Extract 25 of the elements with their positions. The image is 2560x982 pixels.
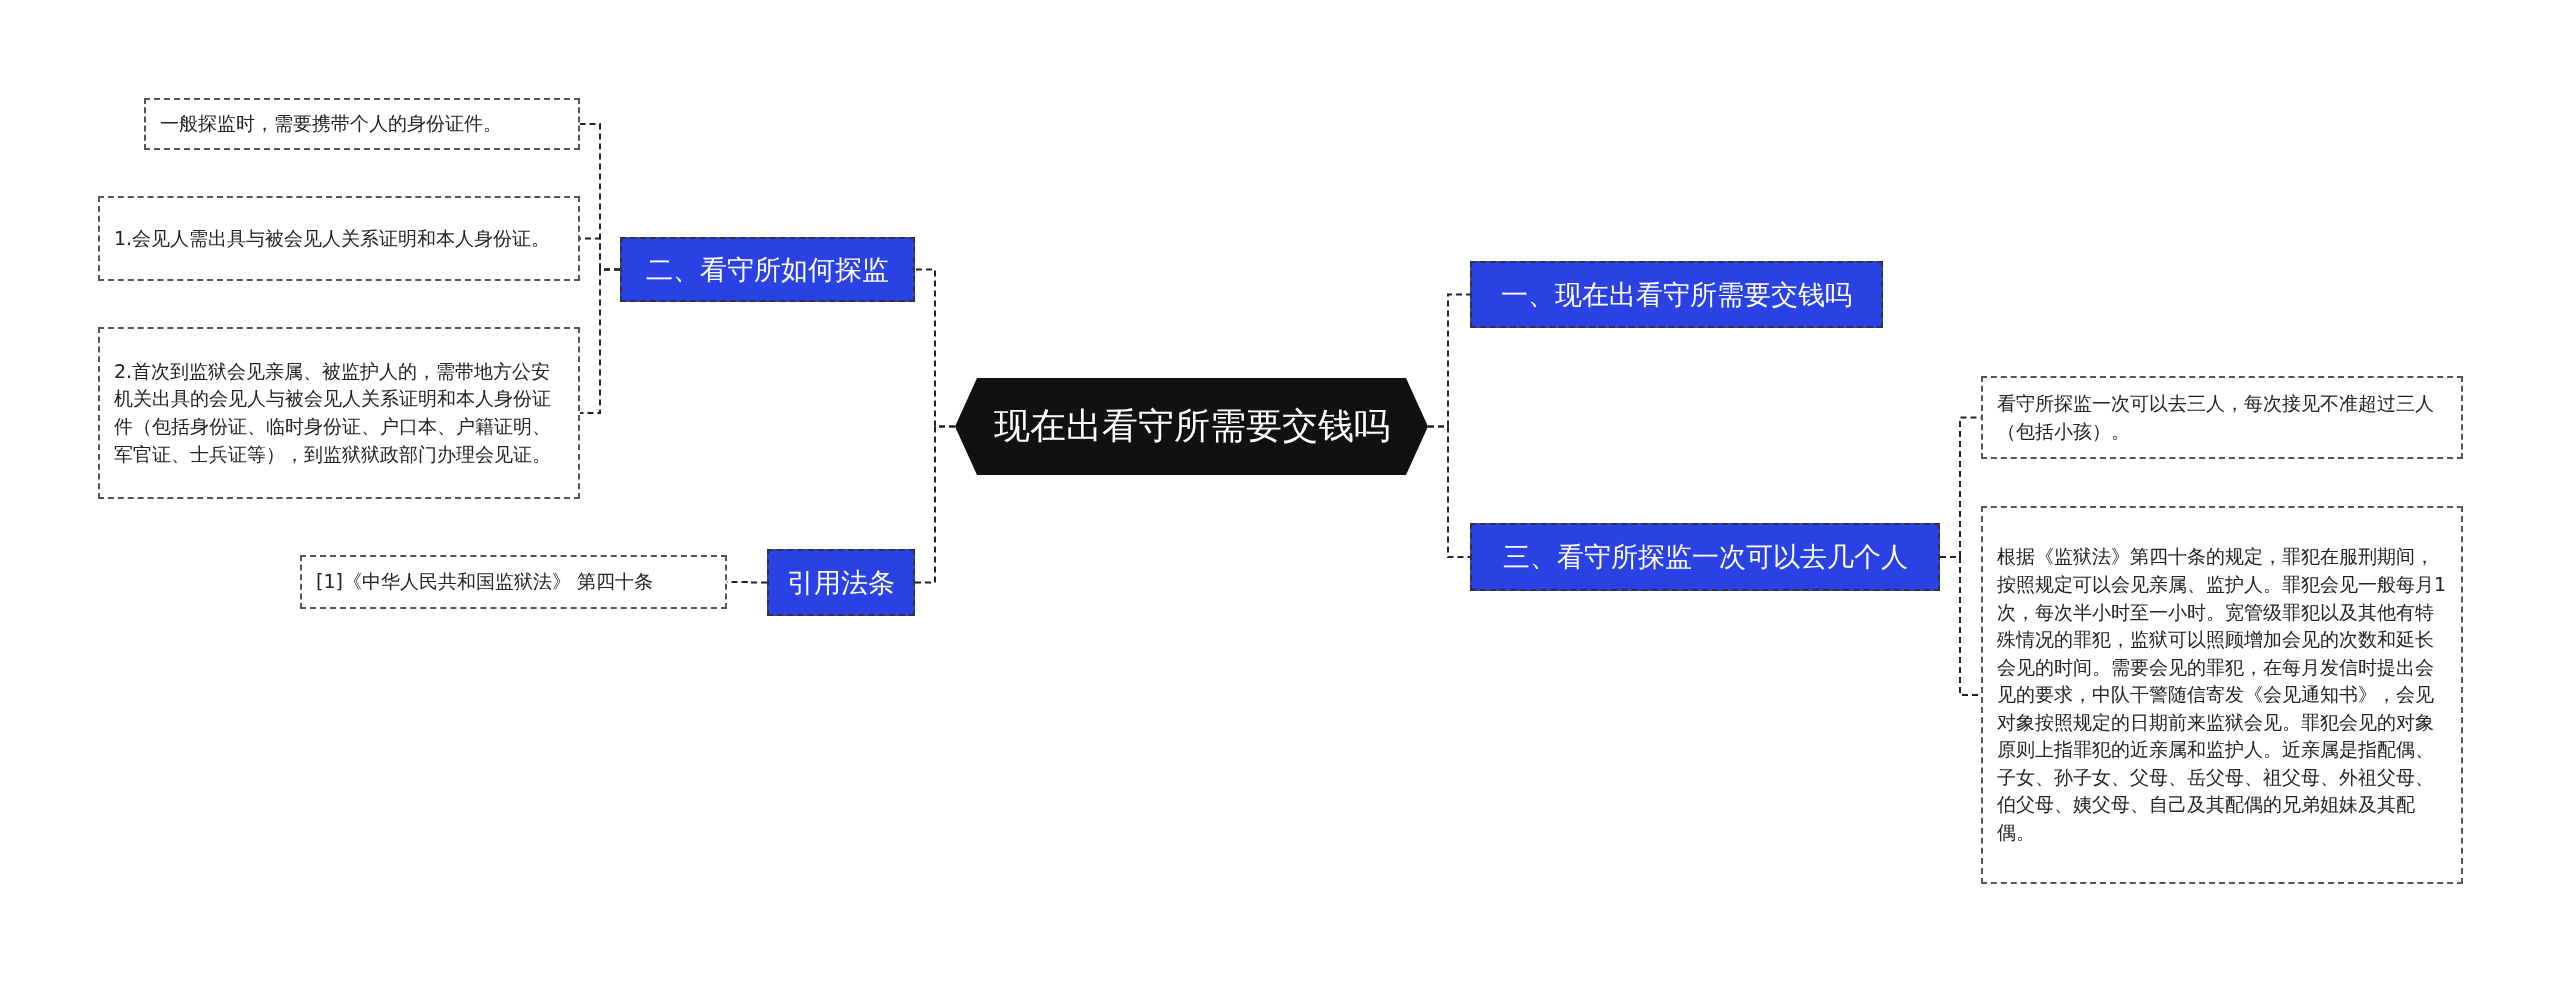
topic-box	[1470, 523, 1940, 591]
note-box	[300, 555, 727, 609]
topic-text: 一、现在出看守所需要交钱吗	[1501, 277, 1852, 312]
topic-box	[1470, 261, 1883, 328]
topic-text: [1]《中华人民共和国监狱法》 第四十条	[316, 569, 653, 595]
connector-line	[1427, 425, 1471, 558]
note-box	[1981, 376, 2463, 459]
topic-box	[767, 549, 915, 616]
topic-text: 一般探监时，需要携带个人的身份证件。	[160, 111, 502, 137]
topic-text: 三、看守所探监一次可以去几个人	[1502, 540, 1908, 574]
topic-text: 二、看守所如何探监	[646, 252, 889, 287]
topic-text: 看守所探监一次可以去三人，每次接见不准超过三人（包括小孩）。	[1997, 390, 2435, 444]
note-box	[98, 327, 580, 499]
topic-text: 现在出看守所需要交钱吗	[993, 404, 1390, 448]
note-box	[144, 98, 580, 150]
topic-text: 1.会见人需出具与被会见人关系证明和本人身份证。	[114, 225, 551, 251]
topic-text: 引用法条	[787, 565, 895, 600]
note-box	[1981, 506, 2463, 884]
connector-line	[914, 425, 956, 584]
topic-text: 2.首次到监狱会见亲属、被监护人的，需带地方公安机关出具的会见人与被会见人关系证明和本人身份证件（包括身份证、临时身份证、户口本、户籍证明、军官证、士兵证等），到监狱狱政部门办理会见证。	[114, 358, 552, 467]
topic-box	[620, 237, 915, 302]
topic-text: 根据《监狱法》第四十条的规定，罪犯在服刑期间，按照规定可以会见亲属、监护人。罪犯会见一般每月1次，每次半小时至一小时。宽管级罪犯以及其他有特殊情况的罪犯，监狱可以照顾增加会见的次数和延长会见的时间。需要会见的罪犯，在每月发信时提出会见的要求，中队干警随信寄发《会见通知书》，会见对象按照规定的日期前来监狱会见。罪犯会见的对象原则上指罪犯的近亲属和监护人。近亲属是指配偶、子女、孙子女、父母、岳父母、祖父母、外祖父母、伯父母、姨父母、自己及其配偶的兄弟姐妹及其配偶。	[1997, 544, 2447, 845]
note-box	[98, 196, 580, 281]
central-topic	[955, 378, 1428, 475]
connector-line	[579, 268, 621, 414]
